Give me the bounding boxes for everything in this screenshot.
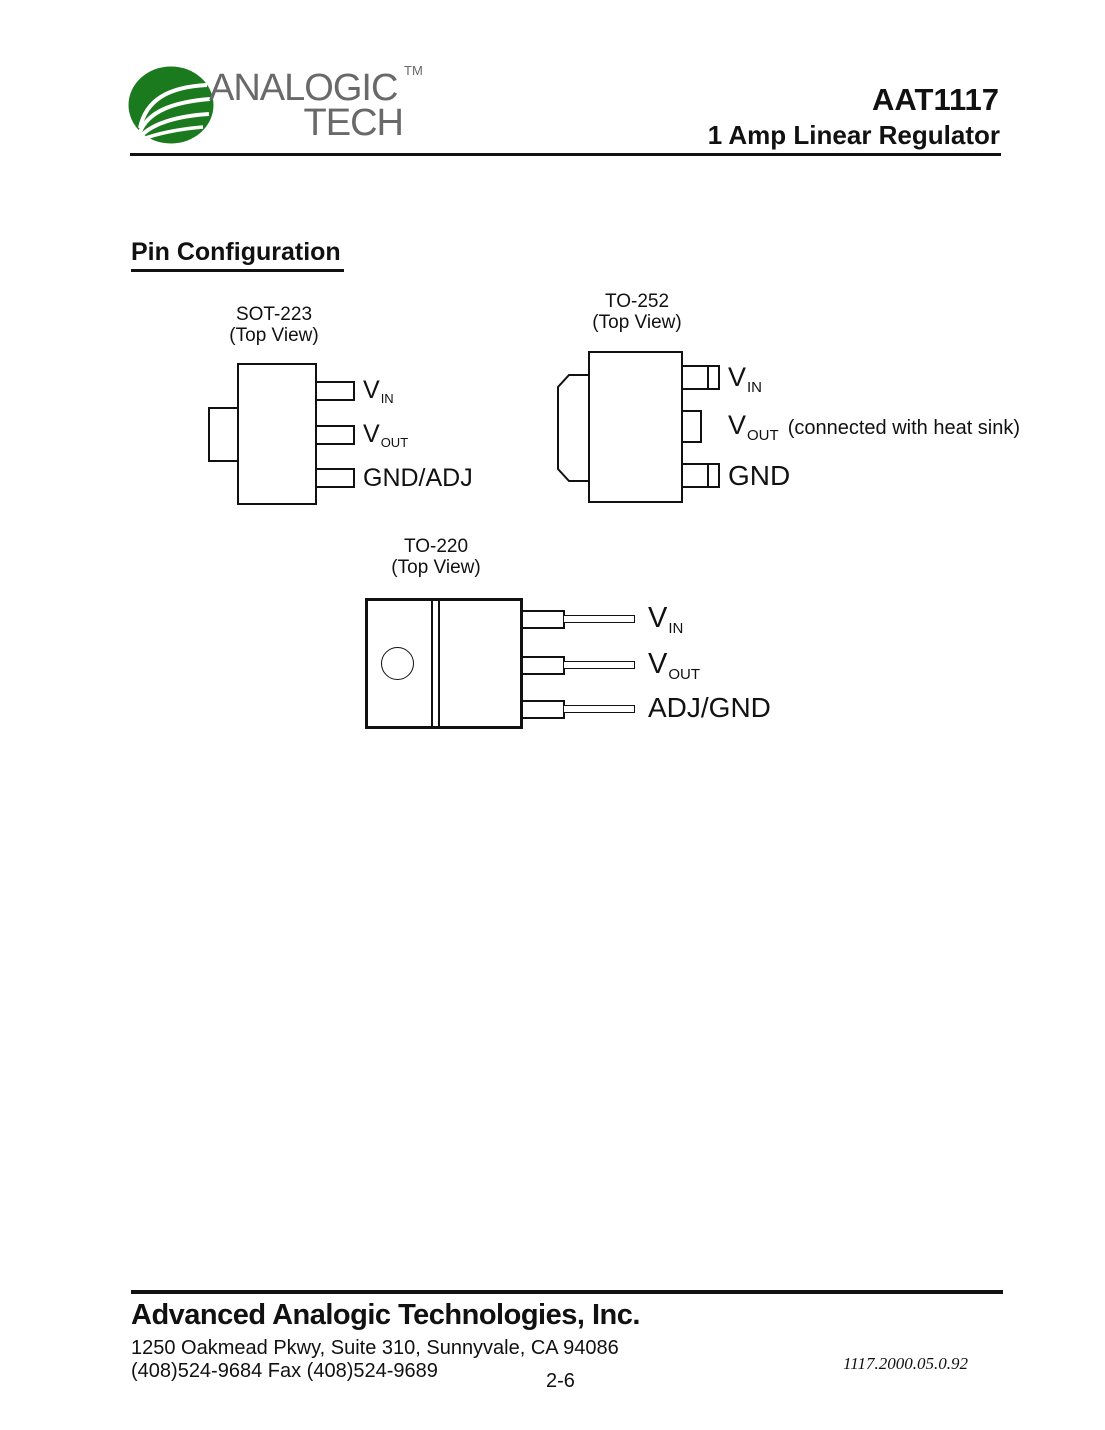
to220-tab-line-1	[431, 601, 433, 726]
to220-view-label: (Top View)	[391, 557, 481, 578]
footer-rule	[131, 1290, 1003, 1294]
to252-pin2-label: V OUT (connected with heat sink)	[728, 410, 1021, 444]
to220-pin2-lead	[563, 661, 635, 669]
header-rule	[130, 153, 1001, 156]
to252-pin3	[681, 463, 720, 488]
section-title-pin-configuration: Pin Configuration	[131, 240, 344, 272]
to220-pin1-label: V IN	[648, 602, 684, 637]
to252-pin3-divider	[707, 464, 709, 487]
to220-pin3-wide	[521, 700, 565, 719]
sot223-pin2-label: V OUT	[363, 420, 409, 450]
sot223-view-label: (Top View)	[229, 325, 319, 346]
sot223-pin1-label: V IN	[363, 376, 394, 406]
to252-body	[588, 351, 683, 503]
analogictech-logo-icon	[128, 66, 214, 144]
to220-pin2-label: V OUT	[648, 648, 701, 683]
logo-text-tech: TECH	[303, 102, 404, 144]
to220-tab-line-2	[438, 601, 440, 726]
footer-company-name: Advanced Analogic Technologies, Inc.	[131, 1299, 640, 1331]
sot223-title: SOT-223 (Top View)	[189, 304, 359, 346]
to252-title: TO-252 (Top View)	[552, 291, 722, 333]
footer-phone: (408)524-9684 Fax (408)524-9689	[131, 1360, 438, 1382]
sot223-pin2	[315, 425, 355, 445]
sot223-pin3-label: GND/ADJ	[363, 464, 473, 492]
to220-pin1-lead	[563, 615, 635, 623]
logo-trademark: TM	[404, 63, 423, 78]
to252-pin1-divider	[707, 366, 709, 389]
part-subtitle: 1 Amp Linear Regulator	[707, 120, 1000, 150]
footer-doc-number: 1117.2000.05.0.92	[843, 1354, 968, 1373]
to252-pin3-label: GND	[728, 460, 791, 491]
to220-pin2-wide	[521, 656, 565, 675]
logo-text-analogic: ANALOGIC	[209, 67, 398, 109]
to220-pin3-label: ADJ/GND	[648, 692, 771, 723]
to252-pin1	[681, 365, 720, 390]
sot223-tab	[208, 407, 239, 462]
sot223-pin3	[315, 468, 355, 488]
sot223-pin1	[315, 381, 355, 401]
to252-pin2	[681, 410, 702, 443]
sot223-package-name: SOT-223	[235, 304, 313, 325]
to252-package-name: TO-252	[604, 291, 670, 312]
to220-title: TO-220 (Top View)	[351, 536, 521, 578]
to220-package-name: TO-220	[403, 536, 469, 557]
sot223-body	[237, 363, 317, 505]
to252-pin1-label: V IN	[728, 362, 763, 396]
to252-view-label: (Top View)	[592, 312, 682, 333]
footer-address: 1250 Oakmead Pkwy, Suite 310, Sunnyvale,…	[131, 1337, 619, 1359]
to220-pin3-lead	[563, 705, 635, 713]
to220-mounting-hole	[381, 647, 414, 680]
to252-tab	[557, 374, 590, 482]
footer-page-number: 2-6	[546, 1370, 575, 1392]
part-number: AAT1117	[872, 82, 999, 117]
to220-pin1-wide	[521, 610, 565, 629]
